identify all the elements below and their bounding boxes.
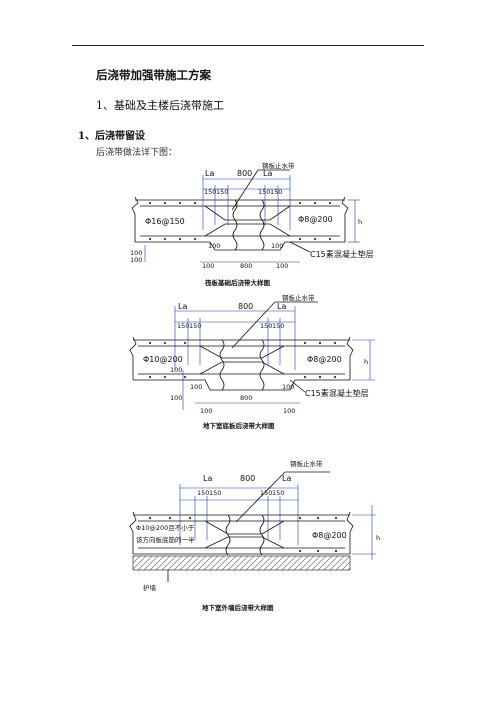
fig2-150d: 150 (272, 322, 284, 330)
fig2-150c: 150 (260, 322, 272, 330)
fig1-caption: 筏板基础后浇带大样图 (205, 278, 271, 287)
fig2-100a: 100 (190, 383, 202, 391)
fig3-la-left: La (203, 474, 212, 483)
figure-3-dots (149, 517, 337, 552)
fig2-water-stop-label: 钢板止水带 (282, 293, 315, 302)
fig1-100-side: 100 (130, 249, 142, 257)
fig3-rebar-right: Φ8@200 (312, 531, 347, 540)
subsection-heading: 1、后浇带留设 (78, 131, 145, 142)
fig2-100d: 100 (283, 407, 295, 415)
fig3-rebar-left-1: Φ10@200且不小于 (136, 523, 195, 532)
fig3-la-right: La (282, 474, 291, 483)
fig2-100b: 100 (282, 383, 294, 391)
figure-2 (129, 301, 375, 410)
document-title: 后浇带加强带施工方案 (96, 68, 211, 82)
fig3-150a: 150 (197, 489, 209, 497)
fig3-150b: 150 (209, 489, 221, 497)
fig1-100a: 100 (208, 242, 220, 250)
fig2-100-side2: 100 (170, 394, 182, 402)
fig1-100d: 100 (276, 262, 288, 270)
fig1-150d: 150 (270, 188, 282, 196)
fig2-la-left: La (178, 302, 187, 311)
fig2-caption: 地下室底板后浇带大样图 (203, 421, 275, 430)
fig3-h: h (376, 534, 380, 542)
header-rule (72, 45, 424, 46)
fig1-100c: 100 (202, 262, 214, 270)
fig1-rebar-right: Φ8@200 (298, 215, 333, 224)
fig2-rebar-right: Φ8@200 (307, 355, 342, 364)
fig2-rebar-left: Φ10@200 (143, 355, 183, 364)
fig2-800-bottom: 800 (240, 394, 252, 402)
fig3-800-top: 800 (240, 474, 255, 483)
fig1-cushion-label: C15素混凝土垫层 (310, 249, 374, 259)
fig1-la-right: La (263, 169, 272, 178)
paragraph: 后浇带做法详下图： (96, 148, 178, 158)
fig1-800-top: 800 (237, 169, 252, 178)
figure-2-dots (149, 342, 336, 378)
fig3-water-stop-label: 钢板止水带 (290, 459, 323, 468)
fig2-100c: 100 (200, 407, 212, 415)
fig1-150c: 150 (258, 188, 270, 196)
fig1-rebar-left: Φ16@150 (145, 217, 185, 226)
figure-1-dots (149, 202, 331, 240)
fig1-800-bottom: 800 (240, 262, 252, 270)
fig1-150a: 150 (204, 188, 216, 196)
fig1-100-side2: 100 (130, 256, 142, 264)
fig2-la-right: La (277, 302, 286, 311)
fig1-150b: 150 (216, 188, 228, 196)
fig1-h: h (358, 218, 362, 226)
fig2-100-side: 100 (170, 366, 182, 374)
figure-1 (131, 169, 360, 263)
fig3-150d: 150 (272, 489, 284, 497)
fig3-caption: 地下室外墙后浇带大样图 (202, 603, 274, 612)
fig2-150b: 150 (189, 322, 201, 330)
fig3-rebar-left-2: 该方向板底筋的一半 (136, 535, 195, 544)
fig2-150a: 150 (177, 322, 189, 330)
fig2-cushion-label: C15素混凝土垫层 (305, 388, 369, 398)
fig3-150c: 150 (260, 489, 272, 497)
fig2-h: h (364, 358, 368, 366)
fig1-la-left: La (205, 169, 214, 178)
fig1-water-stop-label: 钢板止水带 (262, 161, 295, 170)
fig3-protect-wall: 护墙 (143, 583, 157, 592)
fig2-800-top: 800 (238, 302, 253, 311)
figure-3 (129, 471, 376, 582)
section-heading: 1、基础及主楼后浇带施工 (96, 99, 224, 112)
fig1-100b: 100 (271, 242, 283, 250)
